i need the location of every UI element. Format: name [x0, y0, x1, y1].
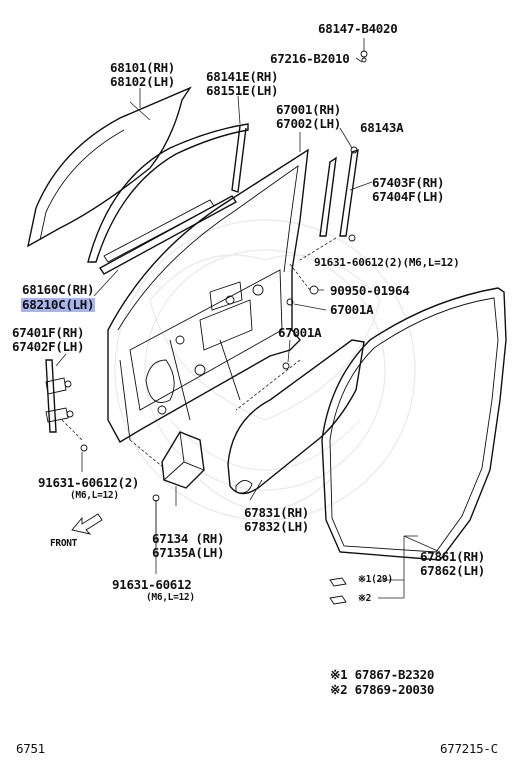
- window-regulator: [45, 359, 74, 433]
- label-67861: 67861(RH): [420, 549, 486, 564]
- label-67832: 67832(LH): [244, 519, 310, 534]
- label-91631-c: 91631-60612: [112, 577, 192, 592]
- note-mark-1: ※1 67867-B2320: [330, 667, 435, 682]
- label-91631-b-spec: (M6,L=12): [70, 490, 119, 501]
- label-68102: 68102(LH): [110, 74, 176, 89]
- label-68141e: 68141E(RH): [206, 69, 279, 84]
- service-hole-cover: [227, 339, 365, 495]
- label-68160c: 68160C(RH): [22, 282, 95, 297]
- label-67404f: 67404F(LH): [372, 189, 445, 204]
- footer-left-code: 6751: [16, 741, 45, 756]
- door-panel-frame: [107, 148, 309, 443]
- label-68101: 68101(RH): [110, 60, 176, 75]
- fasteners: [80, 50, 368, 605]
- leader-lines: [55, 38, 441, 599]
- label-67001a-lower: 67001A: [278, 325, 322, 340]
- label-68151e: 68151E(LH): [206, 83, 279, 98]
- label-mark-1: ※1(29): [358, 574, 393, 585]
- label-67135a: 67135A(LH): [152, 545, 225, 560]
- label-67134: 67134 (RH): [152, 531, 225, 546]
- watermark-crest: [114, 219, 416, 521]
- footer-right-code: 677215-C: [440, 741, 498, 756]
- door-bracket: [161, 431, 205, 489]
- label-67001a-upper: 67001A: [330, 302, 374, 317]
- label-68147: 68147-B4020: [318, 21, 398, 36]
- note-mark-2: ※2 67869-20030: [330, 682, 435, 697]
- label-front: FRONT: [50, 538, 78, 549]
- label-91631-b: 91631-60612(2): [38, 475, 140, 490]
- label-67831: 67831(RH): [244, 505, 310, 520]
- label-67401f: 67401F(RH): [12, 325, 85, 340]
- label-67402f: 67402F(LH): [12, 339, 85, 354]
- label-91631-a: 91631-60612(2)(M6,L=12): [314, 256, 460, 269]
- label-68210c-highlighted: 68210C(LH): [21, 297, 96, 312]
- belt-moulding: [98, 195, 238, 275]
- front-arrow-icon: [71, 513, 103, 535]
- label-67216: 67216-B2010: [270, 51, 350, 66]
- label-91631-c-spec: (M6,L=12): [146, 592, 195, 603]
- glass-run-channel: [87, 123, 249, 263]
- label-68143a: 68143A: [360, 120, 404, 135]
- label-67403f: 67403F(RH): [372, 175, 445, 190]
- label-mark-2: ※2: [358, 593, 372, 604]
- label-67001: 67001(RH): [276, 102, 342, 117]
- label-67862: 67862(LH): [420, 563, 486, 578]
- door-weatherstrip: [321, 287, 507, 561]
- label-90950: 90950-01964: [330, 283, 410, 298]
- label-67002: 67002(LH): [276, 116, 342, 131]
- division-bar: [319, 146, 359, 242]
- door-glass: [26, 86, 192, 248]
